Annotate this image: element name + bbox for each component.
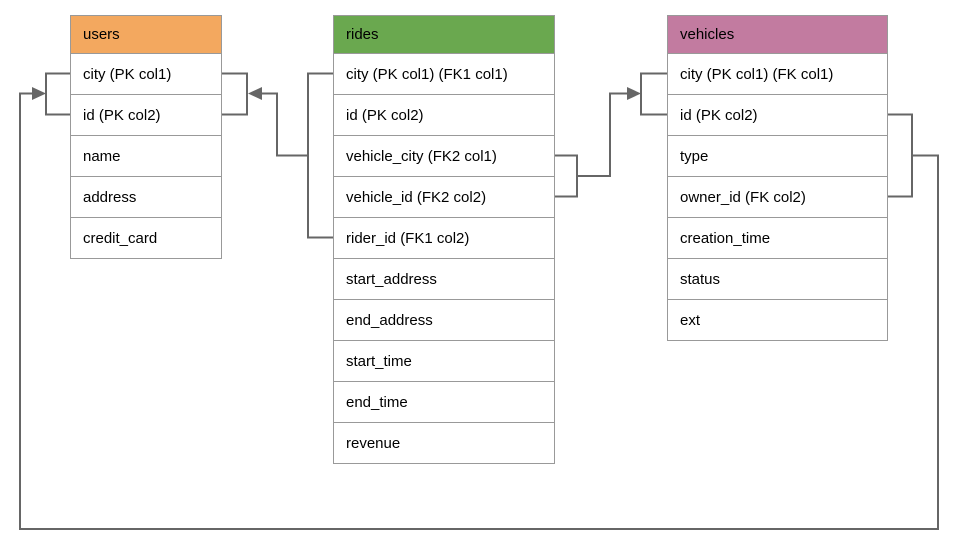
vehicles-row-ext: ext — [668, 299, 887, 340]
table-vehicles-header: vehicles — [668, 16, 887, 53]
vehicles-right-bracket — [888, 113, 913, 198]
arrowhead-into-users-right — [248, 87, 262, 100]
users-row-address: address — [71, 176, 221, 217]
vehicles-left-bracket — [640, 72, 667, 116]
vehicles-row-status: status — [668, 258, 887, 299]
rides-row-id: id (PK col2) — [334, 94, 554, 135]
table-users-header: users — [71, 16, 221, 53]
vehicles-row-city: city (PK col1) (FK col1) — [668, 53, 887, 94]
connector-vehicles-to-users — [19, 72, 939, 530]
vehicles-row-type: type — [668, 135, 887, 176]
rides-row-vehicle-city: vehicle_city (FK2 col1) — [334, 135, 554, 176]
users-row-id: id (PK col2) — [71, 94, 221, 135]
rides-row-rider-id: rider_id (FK1 col2) — [334, 217, 554, 258]
arrowhead-into-vehicles-left — [627, 87, 641, 100]
vehicles-row-id: id (PK col2) — [668, 94, 887, 135]
table-rides-header: rides — [334, 16, 554, 53]
rides-row-city: city (PK col1) (FK1 col1) — [334, 53, 554, 94]
rides-row-revenue: revenue — [334, 422, 554, 463]
users-right-bracket — [222, 72, 248, 116]
rides-row-end-time: end_time — [334, 381, 554, 422]
users-row-credit-card: credit_card — [71, 217, 221, 258]
rides-row-start-time: start_time — [334, 340, 554, 381]
users-row-city: city (PK col1) — [71, 53, 221, 94]
table-vehicles: vehicles city (PK col1) (FK col1) id (PK… — [667, 15, 888, 341]
rides-right-bracket — [555, 154, 578, 198]
connector-rides-to-users — [222, 72, 333, 239]
arrowhead-into-users-left — [32, 87, 46, 100]
table-rides: rides city (PK col1) (FK1 col1) id (PK c… — [333, 15, 555, 464]
table-users: users city (PK col1) id (PK col2) name a… — [70, 15, 222, 259]
users-left-bracket — [45, 72, 70, 116]
connector-rides-to-vehicles — [555, 72, 667, 198]
vehicles-row-creation-time: creation_time — [668, 217, 887, 258]
rides-to-vehicles-elbow — [577, 92, 628, 177]
users-row-name: name — [71, 135, 221, 176]
vehicles-to-users-long-route — [19, 92, 939, 530]
vehicles-row-owner-id: owner_id (FK col2) — [668, 176, 887, 217]
rides-row-end-address: end_address — [334, 299, 554, 340]
rides-row-vehicle-id: vehicle_id (FK2 col2) — [334, 176, 554, 217]
rides-row-start-address: start_address — [334, 258, 554, 299]
rides-left-bracket — [307, 72, 333, 239]
rides-to-users-elbow — [261, 92, 308, 157]
